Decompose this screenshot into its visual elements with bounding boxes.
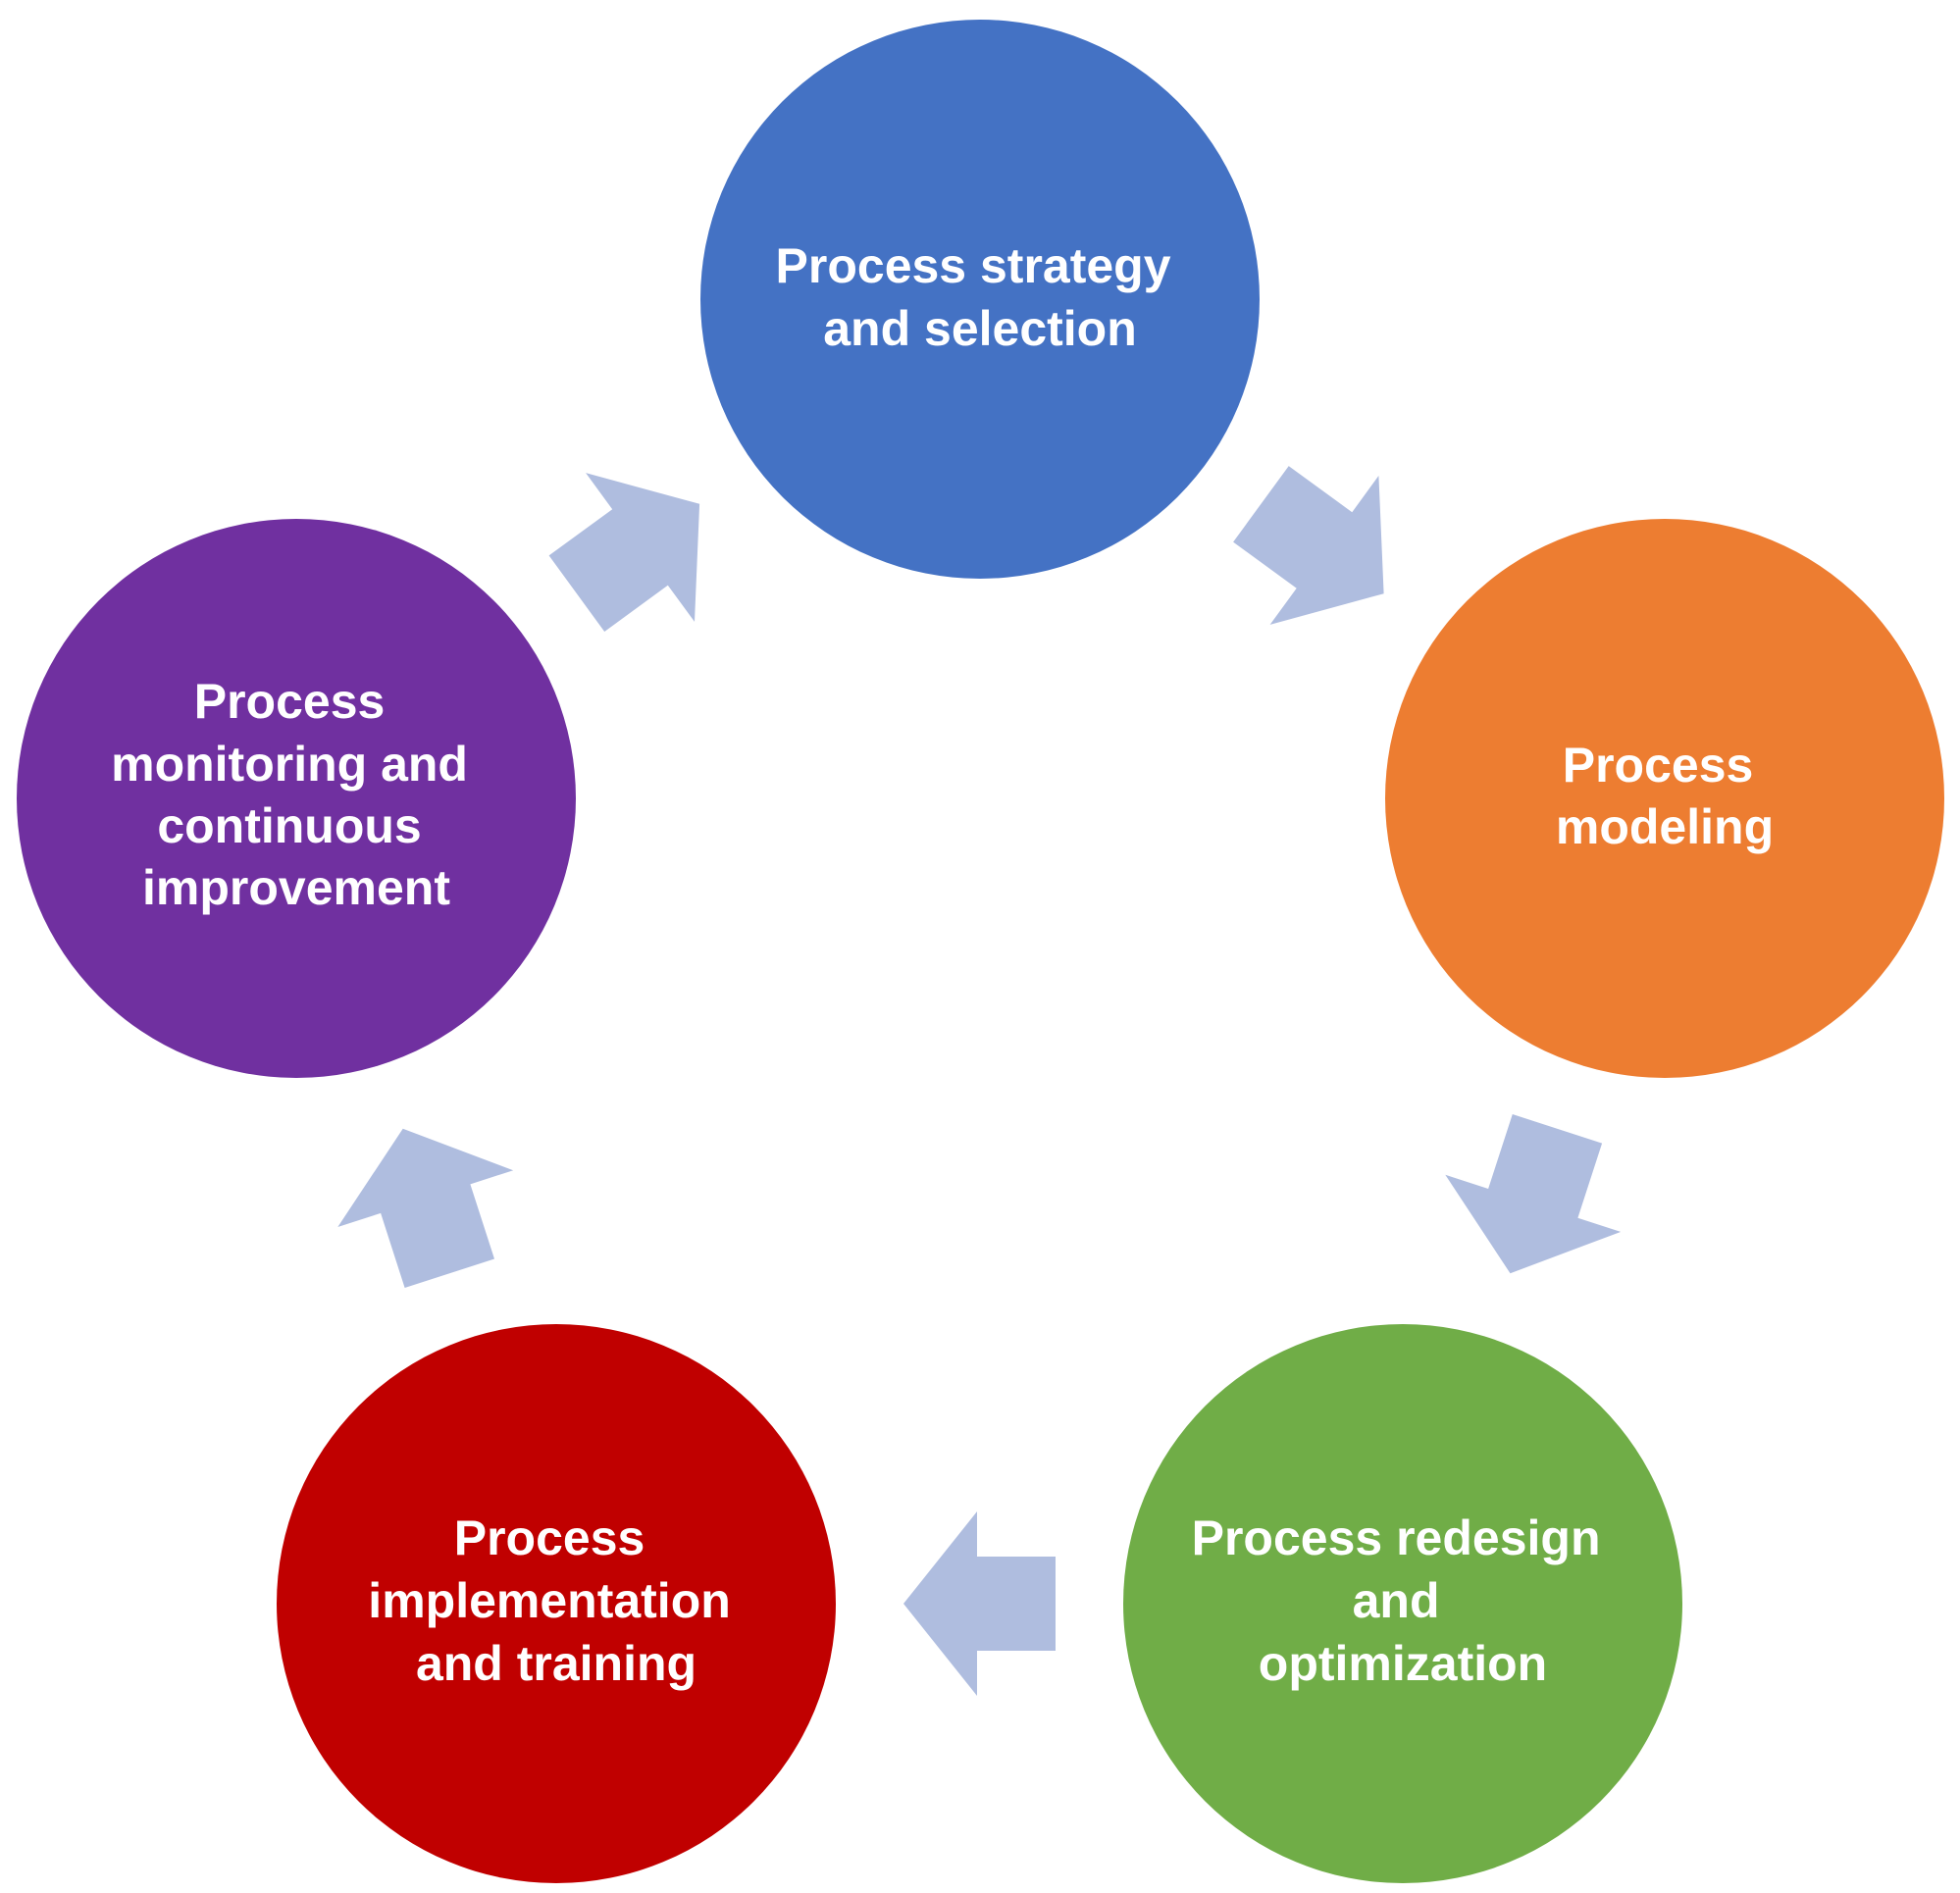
stage-circle	[700, 20, 1260, 579]
stage-label-line: and training	[416, 1636, 696, 1691]
stage-label: Process implementation and training	[368, 1510, 744, 1691]
stage-label-line: Process strategy	[776, 238, 1171, 293]
arrow-implementation-to-monitoring	[337, 1128, 514, 1288]
stage-label: Process modeling	[1556, 738, 1774, 854]
stage-monitoring-improvement: Process monitoring and continuous improv…	[17, 519, 576, 1078]
arrow-redesign-to-implementation	[903, 1511, 1056, 1696]
stage-label: Process strategy and selection	[776, 238, 1185, 356]
stage-circle	[17, 519, 576, 1078]
stage-circle	[1385, 519, 1944, 1078]
stage-label-line: monitoring and	[111, 737, 468, 792]
arrow-modeling-to-redesign	[1445, 1114, 1622, 1274]
stage-label-line: optimization	[1259, 1636, 1547, 1691]
stage-implementation-training: Process implementation and training	[277, 1324, 836, 1883]
stage-label-line: improvement	[142, 860, 450, 915]
stage-label-line: Process	[454, 1510, 645, 1565]
stage-label-line: Process	[1563, 738, 1754, 793]
stage-strategy-selection: Process strategy and selection	[700, 20, 1260, 579]
stage-label-line: implementation	[368, 1573, 730, 1628]
stage-modeling: Process modeling	[1385, 519, 1944, 1078]
cycle-arrows	[337, 466, 1622, 1696]
stage-label-line: and	[1353, 1573, 1440, 1628]
stage-redesign-optimization: Process redesign and optimization	[1123, 1324, 1682, 1883]
stage-label: Process monitoring and continuous improv…	[111, 674, 482, 915]
stage-circle	[277, 1324, 836, 1883]
stage-label-line: continuous	[157, 798, 421, 853]
arrow-strategy-to-modeling	[1233, 466, 1384, 625]
stage-label-line: and selection	[823, 301, 1137, 356]
stage-label: Process redesign and optimization	[1192, 1510, 1615, 1691]
stage-label-line: modeling	[1556, 799, 1774, 854]
arrow-monitoring-to-strategy	[548, 473, 700, 632]
stage-label-line: Process redesign	[1192, 1510, 1601, 1565]
stage-circle	[1123, 1324, 1682, 1883]
stage-label-line: Process	[194, 674, 386, 729]
